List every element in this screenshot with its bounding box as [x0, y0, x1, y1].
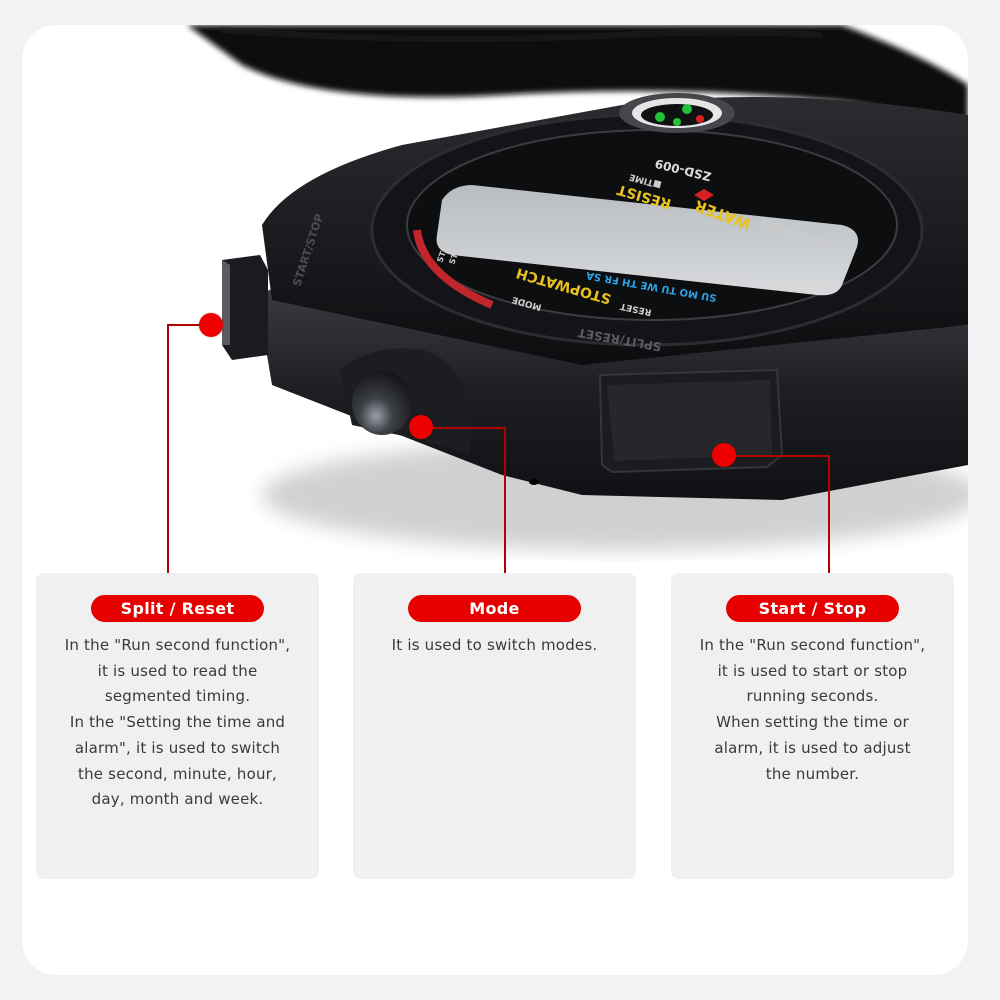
description-start-stop: In the "Run second function", it is used…	[699, 636, 926, 783]
callout-line-mode-h	[430, 427, 505, 429]
label-pill-start-stop: Start / Stop	[726, 595, 899, 622]
callout-line-split-reset	[167, 324, 169, 573]
description-split-reset: In the "Run second function", it is used…	[64, 636, 291, 809]
callout-line-split-reset-h	[167, 324, 207, 326]
stopwatch-photo: WATER RESIST ZSD-009 ■STOP W ■DATE ■TIME…	[22, 25, 968, 585]
product-card: WATER RESIST ZSD-009 ■STOP W ■DATE ■TIME…	[22, 25, 968, 975]
callout-dot-mode[interactable]	[409, 415, 433, 439]
description-mode: It is used to switch modes.	[391, 636, 598, 654]
callout-dot-start-stop[interactable]	[712, 443, 736, 467]
info-box-split-reset: Split / Reset In the "Run second functio…	[36, 573, 319, 879]
label-pill-split-reset: Split / Reset	[91, 595, 264, 622]
info-box-mode: Mode It is used to switch modes.	[353, 573, 636, 879]
callout-line-mode	[504, 427, 506, 573]
info-box-start-stop: Start / Stop In the "Run second function…	[671, 573, 954, 879]
callout-line-start-stop	[828, 455, 830, 573]
callout-line-start-stop-h	[735, 455, 829, 457]
callout-dot-split-reset[interactable]	[199, 313, 223, 337]
label-pill-mode: Mode	[408, 595, 581, 622]
stopwatch-illustration: WATER RESIST ZSD-009 ■STOP W ■DATE ■TIME…	[187, 25, 968, 550]
